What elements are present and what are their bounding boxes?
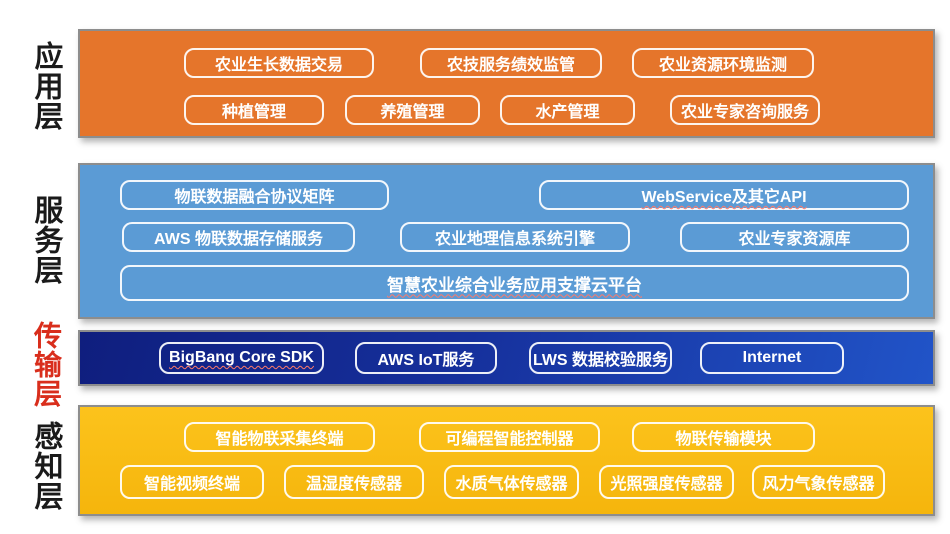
- service-layer-item: WebService及其它API: [539, 180, 909, 210]
- application-layer-item: 种植管理: [184, 95, 324, 125]
- application-layer-item: 农业专家咨询服务: [670, 95, 820, 125]
- service-layer-item: 物联数据融合协议矩阵: [120, 180, 389, 210]
- perception-layer-item: 智能视频终端: [120, 465, 264, 499]
- perception-layer-item: 光照强度传感器: [599, 465, 734, 499]
- application-layer-item: 养殖管理: [345, 95, 480, 125]
- application-layer-item: 农业生长数据交易: [184, 48, 374, 78]
- application-layer-item: 农业资源环境监测: [632, 48, 814, 78]
- service-layer-item: 农业专家资源库: [680, 222, 909, 252]
- transport-layer-label: 传输层: [31, 320, 62, 408]
- perception-layer-item: 可编程智能控制器: [419, 422, 600, 452]
- application-layer-item: 农技服务绩效监管: [420, 48, 602, 78]
- transport-layer-item: Internet: [700, 342, 844, 374]
- application-layer-item: 水产管理: [500, 95, 635, 125]
- application-layer-band: 农业生长数据交易 农技服务绩效监管 农业资源环境监测 种植管理 养殖管理 水产管…: [78, 29, 935, 138]
- perception-layer-item: 风力气象传感器: [752, 465, 885, 499]
- perception-layer-band: 智能物联采集终端 可编程智能控制器 物联传输模块 智能视频终端 温湿度传感器 水…: [78, 405, 935, 516]
- service-layer-item: AWS 物联数据存储服务: [122, 222, 355, 252]
- transport-layer-item: BigBang Core SDK: [159, 342, 324, 374]
- perception-layer-item: 物联传输模块: [632, 422, 815, 452]
- perception-layer-item: 温湿度传感器: [284, 465, 424, 499]
- service-layer-item: 农业地理信息系统引擎: [400, 222, 630, 252]
- service-layer-band: 物联数据融合协议矩阵 WebService及其它API AWS 物联数据存储服务…: [78, 163, 935, 319]
- service-layer-cloud-platform: 智慧农业综合业务应用支撑云平台: [120, 265, 909, 301]
- perception-layer-label: 感知层: [30, 421, 62, 511]
- transport-layer-item: LWS 数据校验服务: [529, 342, 672, 374]
- perception-layer-item: 水质气体传感器: [444, 465, 579, 499]
- application-layer-label: 应用层: [30, 41, 62, 131]
- perception-layer-item: 智能物联采集终端: [184, 422, 375, 452]
- transport-layer-item: AWS IoT服务: [355, 342, 497, 374]
- service-layer-label: 服务层: [30, 195, 62, 285]
- transport-layer-band: BigBang Core SDK AWS IoT服务 LWS 数据校验服务 In…: [78, 330, 935, 386]
